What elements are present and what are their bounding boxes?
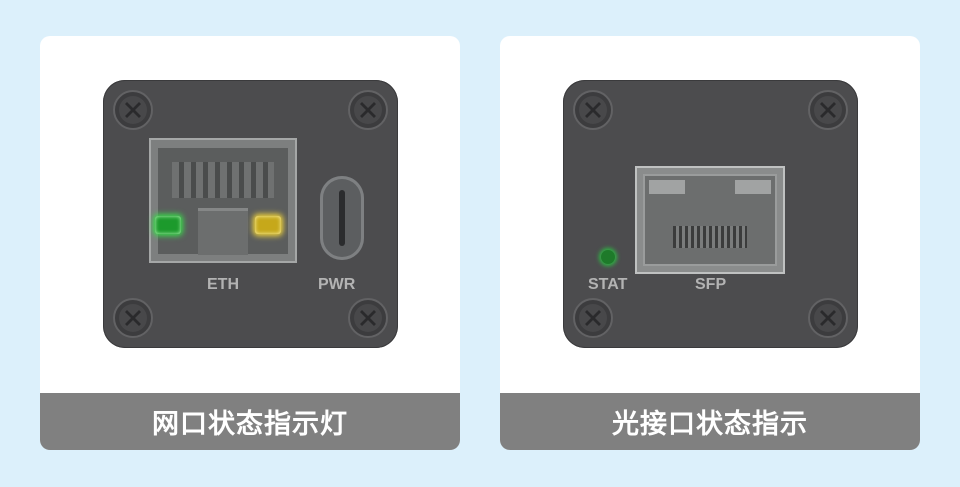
sfp-pins [673,226,747,248]
device-front-panel-eth: ETH PWR [103,80,398,348]
screw-icon [806,296,850,340]
card-caption: 网口状态指示灯 [40,393,460,450]
pwr-label: PWR [318,276,356,293]
device-front-panel-sfp: STAT SFP [563,80,858,348]
screw-icon [571,88,615,132]
stat-label: STAT [588,276,628,293]
rj45-pins [172,162,274,198]
screw-icon [346,296,390,340]
screw-icon [571,296,615,340]
card-caption: 光接口状态指示 [500,393,920,450]
screw-icon [111,88,155,132]
screw-icon [346,88,390,132]
eth-activity-led-yellow [255,216,281,234]
rj45-port-cavity [158,148,288,255]
stat-led-indicator-icon [601,250,615,264]
eth-status-card: ETH PWR 网口状态指示灯 [40,36,460,450]
eth-link-led-green [155,216,181,234]
sfp-port-cavity [643,174,777,266]
sfp-status-card: STAT SFP 光接口状态指示 [500,36,920,450]
sfp-label: SFP [695,276,727,293]
sfp-port-icon [635,166,785,274]
usb-c-slot [339,190,345,246]
eth-label: ETH [207,276,239,293]
screw-icon [806,88,850,132]
rj45-port-icon [149,138,297,263]
rj45-latch-slot [198,208,248,255]
screw-icon [111,296,155,340]
sfp-latch-right [735,180,771,194]
usb-c-port-icon [320,176,364,260]
sfp-latch-left [649,180,685,194]
